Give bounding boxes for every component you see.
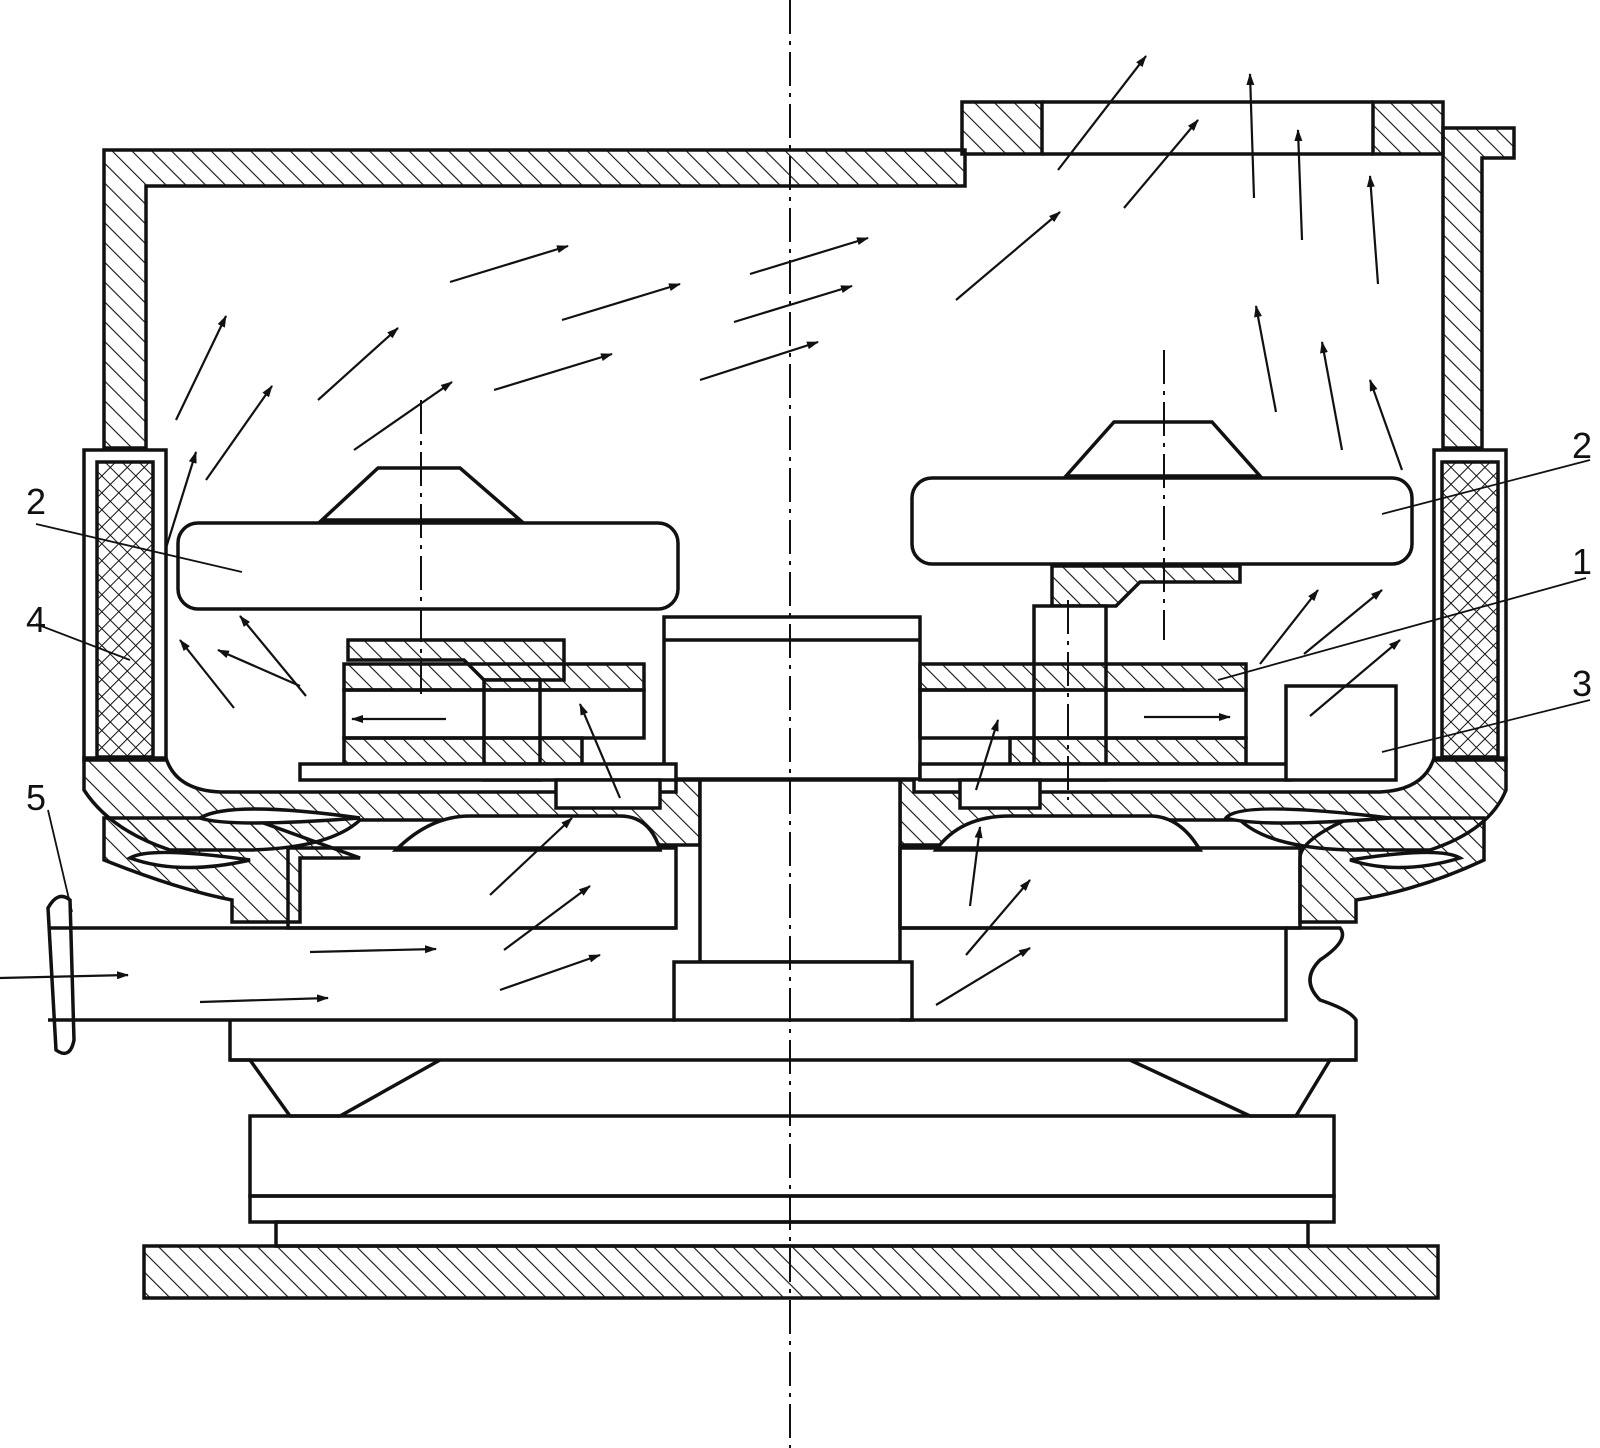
upper-housing <box>102 100 1516 450</box>
arrow-icon <box>1320 341 1344 451</box>
arrow-icon <box>965 879 1031 956</box>
label-part-1: 1 <box>1572 541 1592 582</box>
arrow-icon <box>1294 129 1304 241</box>
arrow-icon <box>239 615 307 697</box>
label-part-5: 5 <box>26 777 46 818</box>
right-lever-assembly <box>910 420 1414 852</box>
arrow-icon <box>749 236 869 276</box>
arrow-icon <box>1123 119 1199 209</box>
arrow-icon <box>1303 589 1383 655</box>
arrow-icon <box>1366 175 1380 285</box>
arrow-icon <box>199 994 329 1004</box>
arrow-icon <box>955 211 1061 301</box>
arrow-icon <box>353 381 453 451</box>
arrow-icon <box>309 945 437 954</box>
arrow-icon <box>1368 379 1404 471</box>
label-part-3: 3 <box>1572 663 1592 704</box>
arrow-icon <box>503 885 591 951</box>
centre-lines <box>420 0 1165 1448</box>
arrow-icon <box>699 340 819 382</box>
leader-lines <box>35 459 1591 913</box>
arrow-icon <box>968 826 983 907</box>
arrow-icon <box>499 953 601 992</box>
arrow-icon <box>175 315 227 421</box>
arrow-icon <box>489 817 573 896</box>
label-part-2-left: 2 <box>26 481 46 522</box>
label-part-4: 4 <box>26 599 46 640</box>
arrow-icon <box>164 451 198 549</box>
arrow-icon <box>733 284 853 324</box>
arrow-icon <box>935 947 1031 1006</box>
arrow-icon <box>1309 639 1401 717</box>
arrow-icon <box>1259 589 1319 665</box>
arrow-icon <box>1254 305 1278 413</box>
arrow-icon <box>974 719 1000 791</box>
lower-basin <box>82 756 1508 924</box>
arrow-icon <box>493 352 613 392</box>
arrow-icon <box>578 703 622 799</box>
arrow-icon <box>179 639 235 709</box>
arrow-icon <box>217 648 301 688</box>
arrow-icon <box>449 244 569 284</box>
label-part-2-right: 2 <box>1572 425 1592 466</box>
airflow-arrows <box>0 55 1404 1006</box>
arrow-icon <box>1246 73 1256 199</box>
arrow-icon <box>205 385 273 481</box>
part-labels: 2 4 5 2 1 3 <box>26 425 1592 818</box>
central-hub <box>662 615 922 1022</box>
arrow-icon <box>561 282 681 322</box>
arrow-icon <box>1057 55 1147 171</box>
arrow-icon <box>0 971 129 980</box>
left-lever-assembly <box>176 466 680 852</box>
arrow-icon <box>317 327 399 401</box>
